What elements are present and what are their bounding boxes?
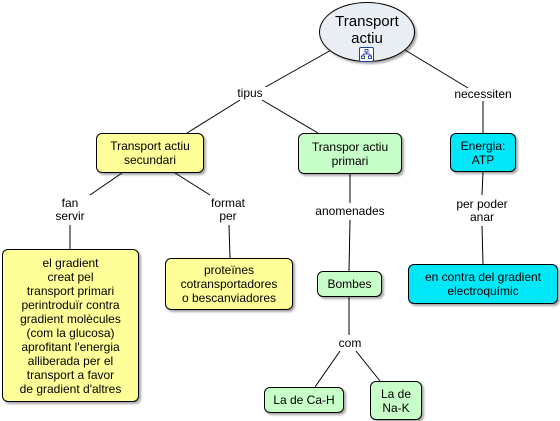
link-label-necessiten: necessiten bbox=[449, 88, 517, 101]
concept-transport-actiu-secundari[interactable]: Transport actiu secundari bbox=[96, 133, 204, 173]
concept-energia-atp[interactable]: Energia: ATP bbox=[450, 133, 516, 172]
concept-proteines-cotransportadores[interactable]: proteïnes cotransportadores o bescanviad… bbox=[165, 258, 293, 310]
root-title: Transport actiu bbox=[335, 13, 399, 47]
link-label-tipus: tipus bbox=[232, 87, 268, 100]
link-label-fan-servir: fan servir bbox=[49, 197, 91, 223]
concept-bomba-ca-h[interactable]: La de Ca-H bbox=[264, 387, 344, 413]
concept-transport-actiu-primari[interactable]: Transpor actiu primari bbox=[298, 133, 402, 174]
connector-secundari-format bbox=[174, 172, 211, 196]
concept-map-icon[interactable] bbox=[359, 47, 374, 62]
connector-root-necessiten bbox=[404, 49, 469, 89]
link-label-format-per: format per bbox=[203, 197, 253, 223]
link-label-per-poder-anar: per poder anar bbox=[449, 198, 515, 224]
concept-bombes[interactable]: Bombes bbox=[317, 271, 382, 297]
connector-format-proteines bbox=[228, 224, 231, 259]
link-label-anomenades: anomenades bbox=[308, 205, 392, 218]
connector-com-cah bbox=[314, 350, 341, 388]
connector-energia-perpoder bbox=[481, 171, 484, 196]
connector-root-tipus bbox=[261, 48, 334, 90]
root-concept-transport-actiu[interactable]: Transport actiu bbox=[319, 2, 415, 62]
concept-contra-gradient-electroquimic[interactable]: en contra del gradient electroquímic bbox=[408, 264, 558, 304]
connector-perpoder-contra bbox=[481, 225, 484, 265]
connector-com-nak bbox=[355, 350, 381, 382]
connector-anomenades-bombes bbox=[348, 219, 351, 272]
link-label-com: com bbox=[334, 337, 366, 350]
concept-bomba-na-k[interactable]: La de Na-K bbox=[370, 381, 422, 420]
connector-tipus-primari bbox=[261, 99, 319, 134]
connector-tipus-secundari bbox=[186, 99, 241, 134]
concept-gradient-transport-primari[interactable]: el gradient creat pel transport primari … bbox=[2, 249, 139, 402]
connector-secundari-fanservir bbox=[89, 172, 123, 196]
